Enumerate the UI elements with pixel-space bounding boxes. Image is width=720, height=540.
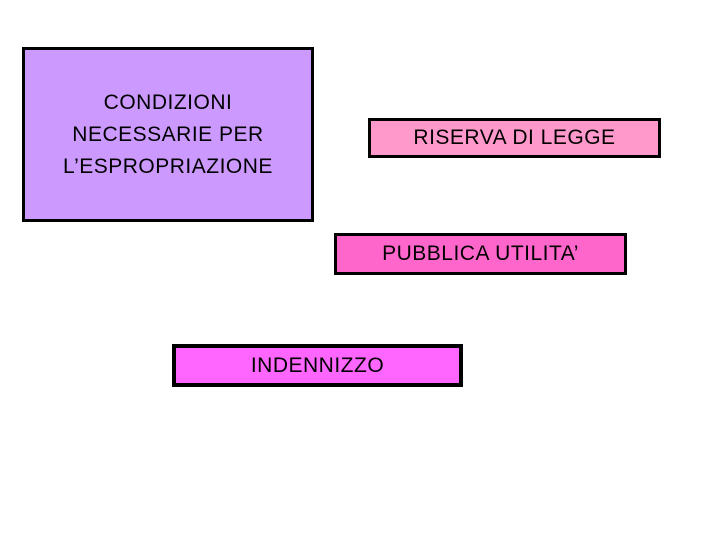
indennizzo-label: INDENNIZZO — [250, 353, 385, 377]
title-line-2: NECESSARIE PER — [72, 122, 264, 146]
pubblica-utilita-box: PUBBLICA UTILITA’ — [334, 233, 627, 275]
title-line-3: L’ESPROPRIAZIONE — [63, 154, 273, 178]
title-line-1: CONDIZIONI — [103, 90, 233, 114]
condizioni-necessarie-box: CONDIZIONI NECESSARIE PER L’ESPROPRIAZIO… — [22, 47, 314, 222]
riserva-di-legge-box: RISERVA DI LEGGE — [368, 118, 661, 158]
indennizzo-box: INDENNIZZO — [172, 344, 463, 387]
pubblica-utilita-label: PUBBLICA UTILITA’ — [382, 242, 579, 265]
riserva-di-legge-label: RISERVA DI LEGGE — [413, 126, 616, 149]
